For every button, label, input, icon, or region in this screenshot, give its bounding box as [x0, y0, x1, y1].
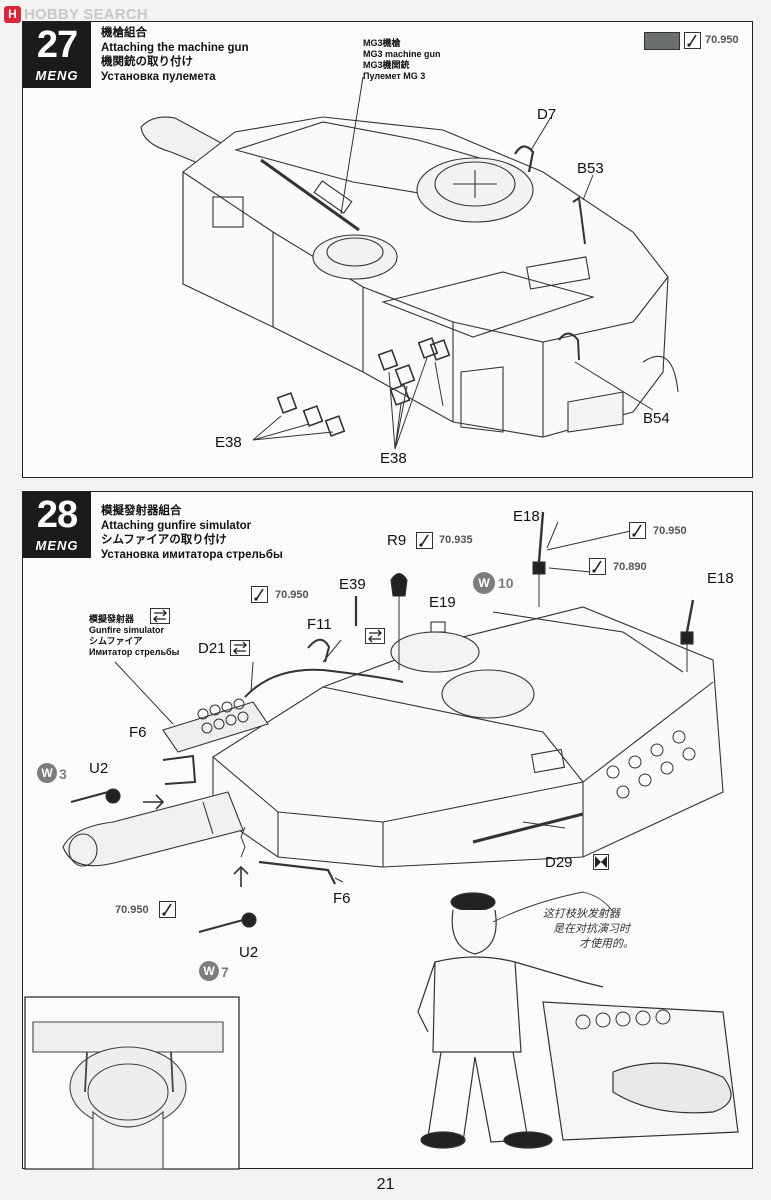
- meng-logo: MENG: [35, 538, 79, 553]
- simulator-jp: シムファイア: [89, 636, 143, 646]
- cartoon-note-line: 是在对抗演习时: [553, 922, 630, 935]
- cartoon-note-line: 才使用的。: [579, 937, 634, 950]
- part-label-u2-left: U2: [89, 760, 109, 777]
- w3-badge: W: [37, 763, 57, 783]
- w3-number: 3: [59, 766, 67, 782]
- step-number: 27: [36, 24, 78, 66]
- paint-code-u2: 70.950: [115, 904, 149, 916]
- part-label-f6-bottom: F6: [333, 890, 351, 907]
- brush-icon: [251, 586, 268, 603]
- callout-en: MG3 machine gun: [363, 49, 441, 59]
- step-number-badge: 27 MENG: [23, 22, 91, 88]
- part-label-r9: R9: [387, 532, 407, 549]
- title-ru: Установка имитатора стрельбы: [101, 548, 283, 561]
- part-label-b54: B54: [643, 410, 670, 427]
- part-label-f6-left: F6: [129, 724, 147, 741]
- part-label-d21: D21: [198, 640, 226, 657]
- part-label-e38-left: E38: [215, 434, 242, 451]
- swap-direction-icon: [365, 628, 385, 644]
- simulator-ru: Имитатор стрельбы: [89, 647, 180, 657]
- part-label-e39: E39: [339, 576, 366, 593]
- part-label-e18-right: E18: [707, 570, 734, 587]
- w7-number: 7: [221, 964, 229, 980]
- watermark-text: HOBBY SEARCH: [24, 5, 148, 23]
- step-27-panel: 27 MENG 機槍組合 Attaching the machine gun 機…: [22, 21, 753, 478]
- step-title: 機槍組合 Attaching the machine gun 機関銃の取り付け …: [101, 26, 249, 84]
- part-label-e19: E19: [429, 594, 456, 611]
- brush-icon: [416, 532, 433, 549]
- detail-inset: [24, 996, 240, 1170]
- step-number-badge: 28 MENG: [23, 492, 91, 558]
- w10-badge: W: [473, 572, 495, 594]
- paint-code: 70.950: [705, 34, 739, 46]
- title-jp: シムファイアの取り付け: [101, 534, 227, 546]
- part-label-e38-right: E38: [380, 450, 407, 467]
- simulator-callout: 模擬發射器 Gunfire simulator シムファイア Имитатор …: [89, 614, 179, 658]
- cross-out-icon: [593, 854, 609, 870]
- paint-swatch: [644, 32, 680, 50]
- step-28-panel: 28 MENG 模擬發射器組合 Attaching gunfire simula…: [22, 491, 753, 1170]
- hobby-search-logo-icon: H: [4, 5, 21, 23]
- part-label-b53: B53: [577, 160, 604, 177]
- title-en: Attaching gunfire simulator: [101, 519, 252, 532]
- soldier-cartoon-illustration: [417, 891, 739, 1149]
- title-ru: Установка пулемета: [101, 70, 216, 83]
- w7-badge: W: [199, 961, 219, 981]
- swap-direction-icon: [230, 640, 250, 656]
- swap-direction-icon: [150, 608, 170, 624]
- paint-code-r9: 70.935: [439, 534, 473, 546]
- turret-illustration-28: [24, 511, 739, 1170]
- mg3-callout: MG3機槍 MG3 machine gun MG3機関銃 Пулемет MG …: [363, 38, 441, 82]
- part-label-u2-bottom: U2: [239, 944, 259, 961]
- callout-ru: Пулемет MG 3: [363, 71, 426, 81]
- title-en: Attaching the machine gun: [101, 41, 249, 54]
- turret-illustration-27: [140, 76, 679, 450]
- step-title: 模擬發射器組合 Attaching gunfire simulator シムファ…: [101, 504, 283, 562]
- paint-code-cable: 70.950: [275, 589, 309, 601]
- paint-code-e18-a: 70.950: [653, 525, 687, 537]
- step-number: 28: [36, 494, 78, 536]
- cartoon-note-line: 这打枝狄发射器: [543, 907, 620, 920]
- part-label-e18-top: E18: [513, 508, 540, 525]
- part-label-d29: D29: [545, 854, 573, 871]
- title-cn: 機槍組合: [101, 27, 147, 39]
- part-label-d7: D7: [537, 106, 557, 123]
- brush-icon: [159, 901, 176, 918]
- title-cn: 模擬發射器組合: [101, 505, 182, 517]
- page-number: 21: [376, 1176, 395, 1193]
- brush-icon: [684, 32, 701, 49]
- simulator-cn: 模擬發射器: [89, 614, 135, 624]
- simulator-en: Gunfire simulator: [89, 625, 165, 635]
- meng-logo: MENG: [35, 68, 79, 83]
- paint-code-e18-b: 70.890: [613, 561, 647, 573]
- hobby-search-watermark: H HOBBY SEARCH: [4, 4, 148, 24]
- callout-jp: MG3機関銃: [363, 60, 410, 70]
- brush-icon: [629, 522, 646, 539]
- part-label-f11: F11: [307, 616, 332, 633]
- callout-cn: MG3機槍: [363, 38, 401, 48]
- w10-number: 10: [498, 575, 514, 591]
- brush-icon: [589, 558, 606, 575]
- title-jp: 機関銃の取り付け: [101, 56, 193, 68]
- cartoon-note: 这打枝狄发射器 是在对抗演习时 才使用的。: [543, 906, 634, 951]
